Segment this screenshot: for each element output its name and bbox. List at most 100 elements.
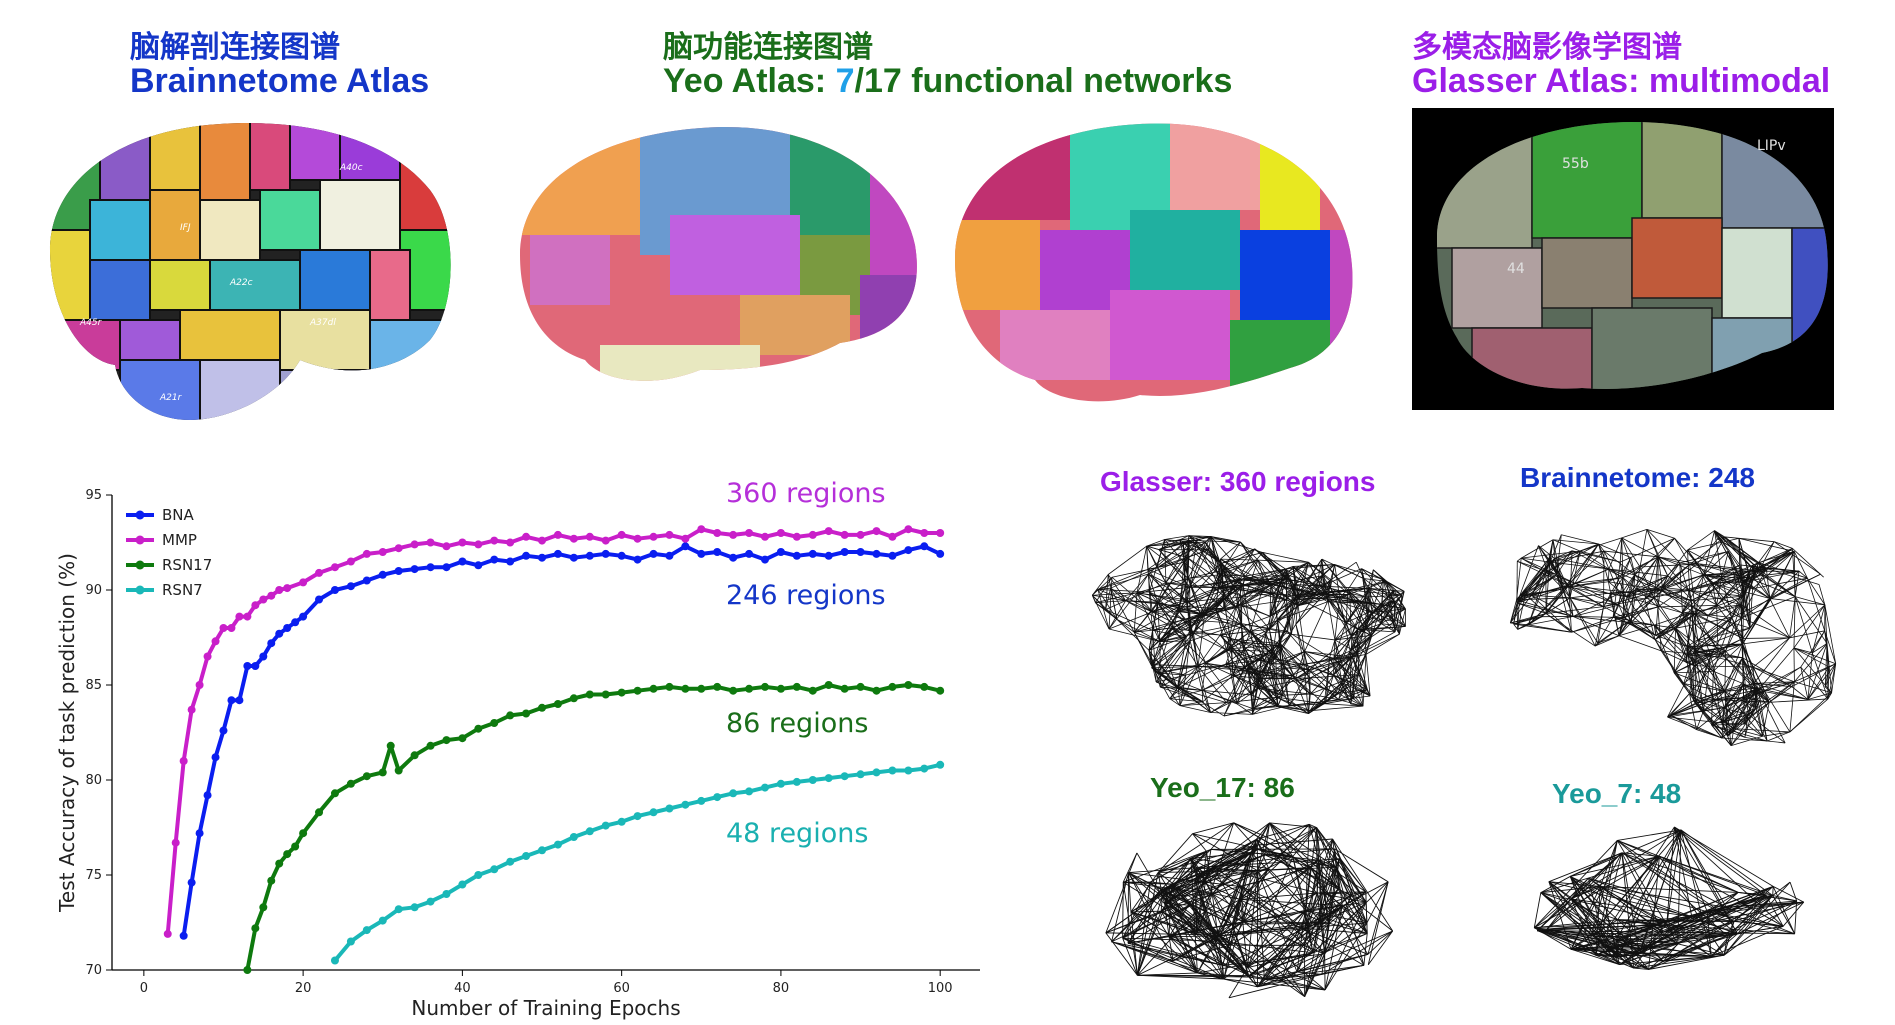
svg-text:55b: 55b xyxy=(1562,156,1589,172)
data-point-mmp xyxy=(490,536,499,545)
data-point-rsn17 xyxy=(633,686,642,695)
data-point-bna xyxy=(681,542,690,551)
data-point-mmp xyxy=(729,530,738,539)
data-point-rsn7 xyxy=(346,937,355,946)
data-point-bna xyxy=(346,582,355,591)
legend-label-rsn17: RSN17 xyxy=(162,556,212,574)
data-point-rsn17 xyxy=(410,751,419,760)
yeo-title-suffix: /17 functional networks xyxy=(854,62,1233,100)
network-edges xyxy=(1091,535,1406,717)
data-point-rsn7 xyxy=(776,779,785,788)
annotation-bna-246-regions: 246 regions xyxy=(726,580,886,611)
y-tick-label: 85 xyxy=(85,678,102,693)
data-point-mmp xyxy=(776,529,785,537)
data-point-rsn7 xyxy=(904,766,913,775)
brainnetome-brain-image: IFJ A45r A22c A37dl A40c A21r xyxy=(50,123,451,421)
data-point-rsn17 xyxy=(506,711,515,720)
data-point-rsn17 xyxy=(275,859,284,868)
legend-label-rsn7: RSN7 xyxy=(162,581,203,599)
data-point-bna xyxy=(394,567,403,575)
data-point-mmp xyxy=(649,532,658,541)
data-point-mmp xyxy=(665,530,674,539)
data-point-bna xyxy=(522,551,531,560)
brainnetome-title-cn: 脑解剖连接图谱 xyxy=(130,30,340,65)
data-point-mmp xyxy=(633,534,642,543)
data-point-bna xyxy=(315,595,324,604)
svg-text:A45r: A45r xyxy=(79,318,103,328)
data-point-mmp xyxy=(808,530,817,539)
svg-text:A37dl: A37dl xyxy=(309,318,336,328)
data-point-bna xyxy=(187,878,196,887)
data-point-mmp xyxy=(362,549,371,558)
data-point-bna xyxy=(235,696,244,705)
data-point-rsn17 xyxy=(888,682,897,691)
data-point-mmp xyxy=(394,544,403,553)
data-point-rsn17 xyxy=(553,700,562,708)
annotation-rsn17-86-regions: 86 regions xyxy=(726,708,869,739)
data-point-rsn7 xyxy=(633,812,642,821)
data-point-mmp xyxy=(251,601,260,610)
data-point-rsn7 xyxy=(649,808,658,817)
data-point-rsn17 xyxy=(713,682,722,691)
data-point-mmp xyxy=(824,527,833,536)
data-point-bna xyxy=(808,549,817,558)
y-tick-label: 80 xyxy=(85,773,102,788)
data-point-bna xyxy=(601,549,610,558)
yeo-brain-lateral-image xyxy=(520,126,917,381)
data-point-mmp xyxy=(553,530,562,539)
data-point-mmp xyxy=(171,838,180,847)
data-point-bna xyxy=(713,548,722,556)
data-point-mmp xyxy=(163,929,172,938)
legend-marker-rsn17 xyxy=(135,560,145,570)
data-point-mmp xyxy=(522,532,531,541)
data-point-rsn17 xyxy=(856,682,865,691)
network-edges xyxy=(1105,822,1394,999)
data-point-rsn7 xyxy=(888,766,897,775)
x-tick-label: 40 xyxy=(454,981,471,996)
yeo7-network-graph xyxy=(1533,826,1805,970)
data-point-bna xyxy=(227,696,236,705)
data-point-bna xyxy=(553,549,562,558)
data-point-bna xyxy=(506,557,515,566)
data-point-rsn17 xyxy=(824,681,833,689)
data-point-rsn7 xyxy=(729,789,738,798)
data-point-bna xyxy=(490,555,499,564)
data-point-bna xyxy=(776,548,785,556)
data-point-bna xyxy=(920,542,929,551)
data-point-rsn7 xyxy=(553,840,562,849)
data-point-rsn7 xyxy=(410,903,419,912)
data-point-rsn7 xyxy=(824,774,833,783)
data-point-bna xyxy=(697,549,706,558)
data-point-rsn7 xyxy=(665,804,674,813)
brainnetome-network-graph xyxy=(1509,529,1837,746)
data-point-mmp xyxy=(243,612,252,621)
data-point-rsn7 xyxy=(569,833,578,841)
data-point-rsn17 xyxy=(840,684,849,693)
data-point-mmp xyxy=(601,536,610,545)
data-point-rsn17 xyxy=(569,694,578,703)
data-point-rsn7 xyxy=(362,926,371,935)
data-point-rsn17 xyxy=(617,688,626,697)
data-point-mmp xyxy=(275,586,284,594)
yeo-title-en: Yeo Atlas: 7/17 functional networks xyxy=(663,62,1232,101)
data-point-rsn17 xyxy=(776,684,785,693)
data-point-rsn17 xyxy=(649,684,658,693)
data-point-mmp xyxy=(474,540,483,549)
data-point-bna xyxy=(792,551,801,560)
data-point-bna xyxy=(378,570,387,579)
y-tick-label: 90 xyxy=(85,583,102,598)
data-point-rsn7 xyxy=(792,777,801,786)
svg-text:A40c: A40c xyxy=(339,163,363,173)
data-point-rsn17 xyxy=(872,686,881,695)
data-point-bna xyxy=(824,551,833,560)
data-point-rsn7 xyxy=(872,768,881,777)
data-point-mmp xyxy=(235,612,244,621)
x-tick-label: 80 xyxy=(773,981,790,996)
data-point-rsn7 xyxy=(745,787,754,796)
data-point-rsn17 xyxy=(426,741,435,750)
data-point-rsn7 xyxy=(394,905,403,914)
data-point-mmp xyxy=(259,595,268,604)
data-point-bna xyxy=(569,553,578,562)
data-point-mmp xyxy=(426,538,435,547)
data-point-rsn17 xyxy=(267,876,276,885)
